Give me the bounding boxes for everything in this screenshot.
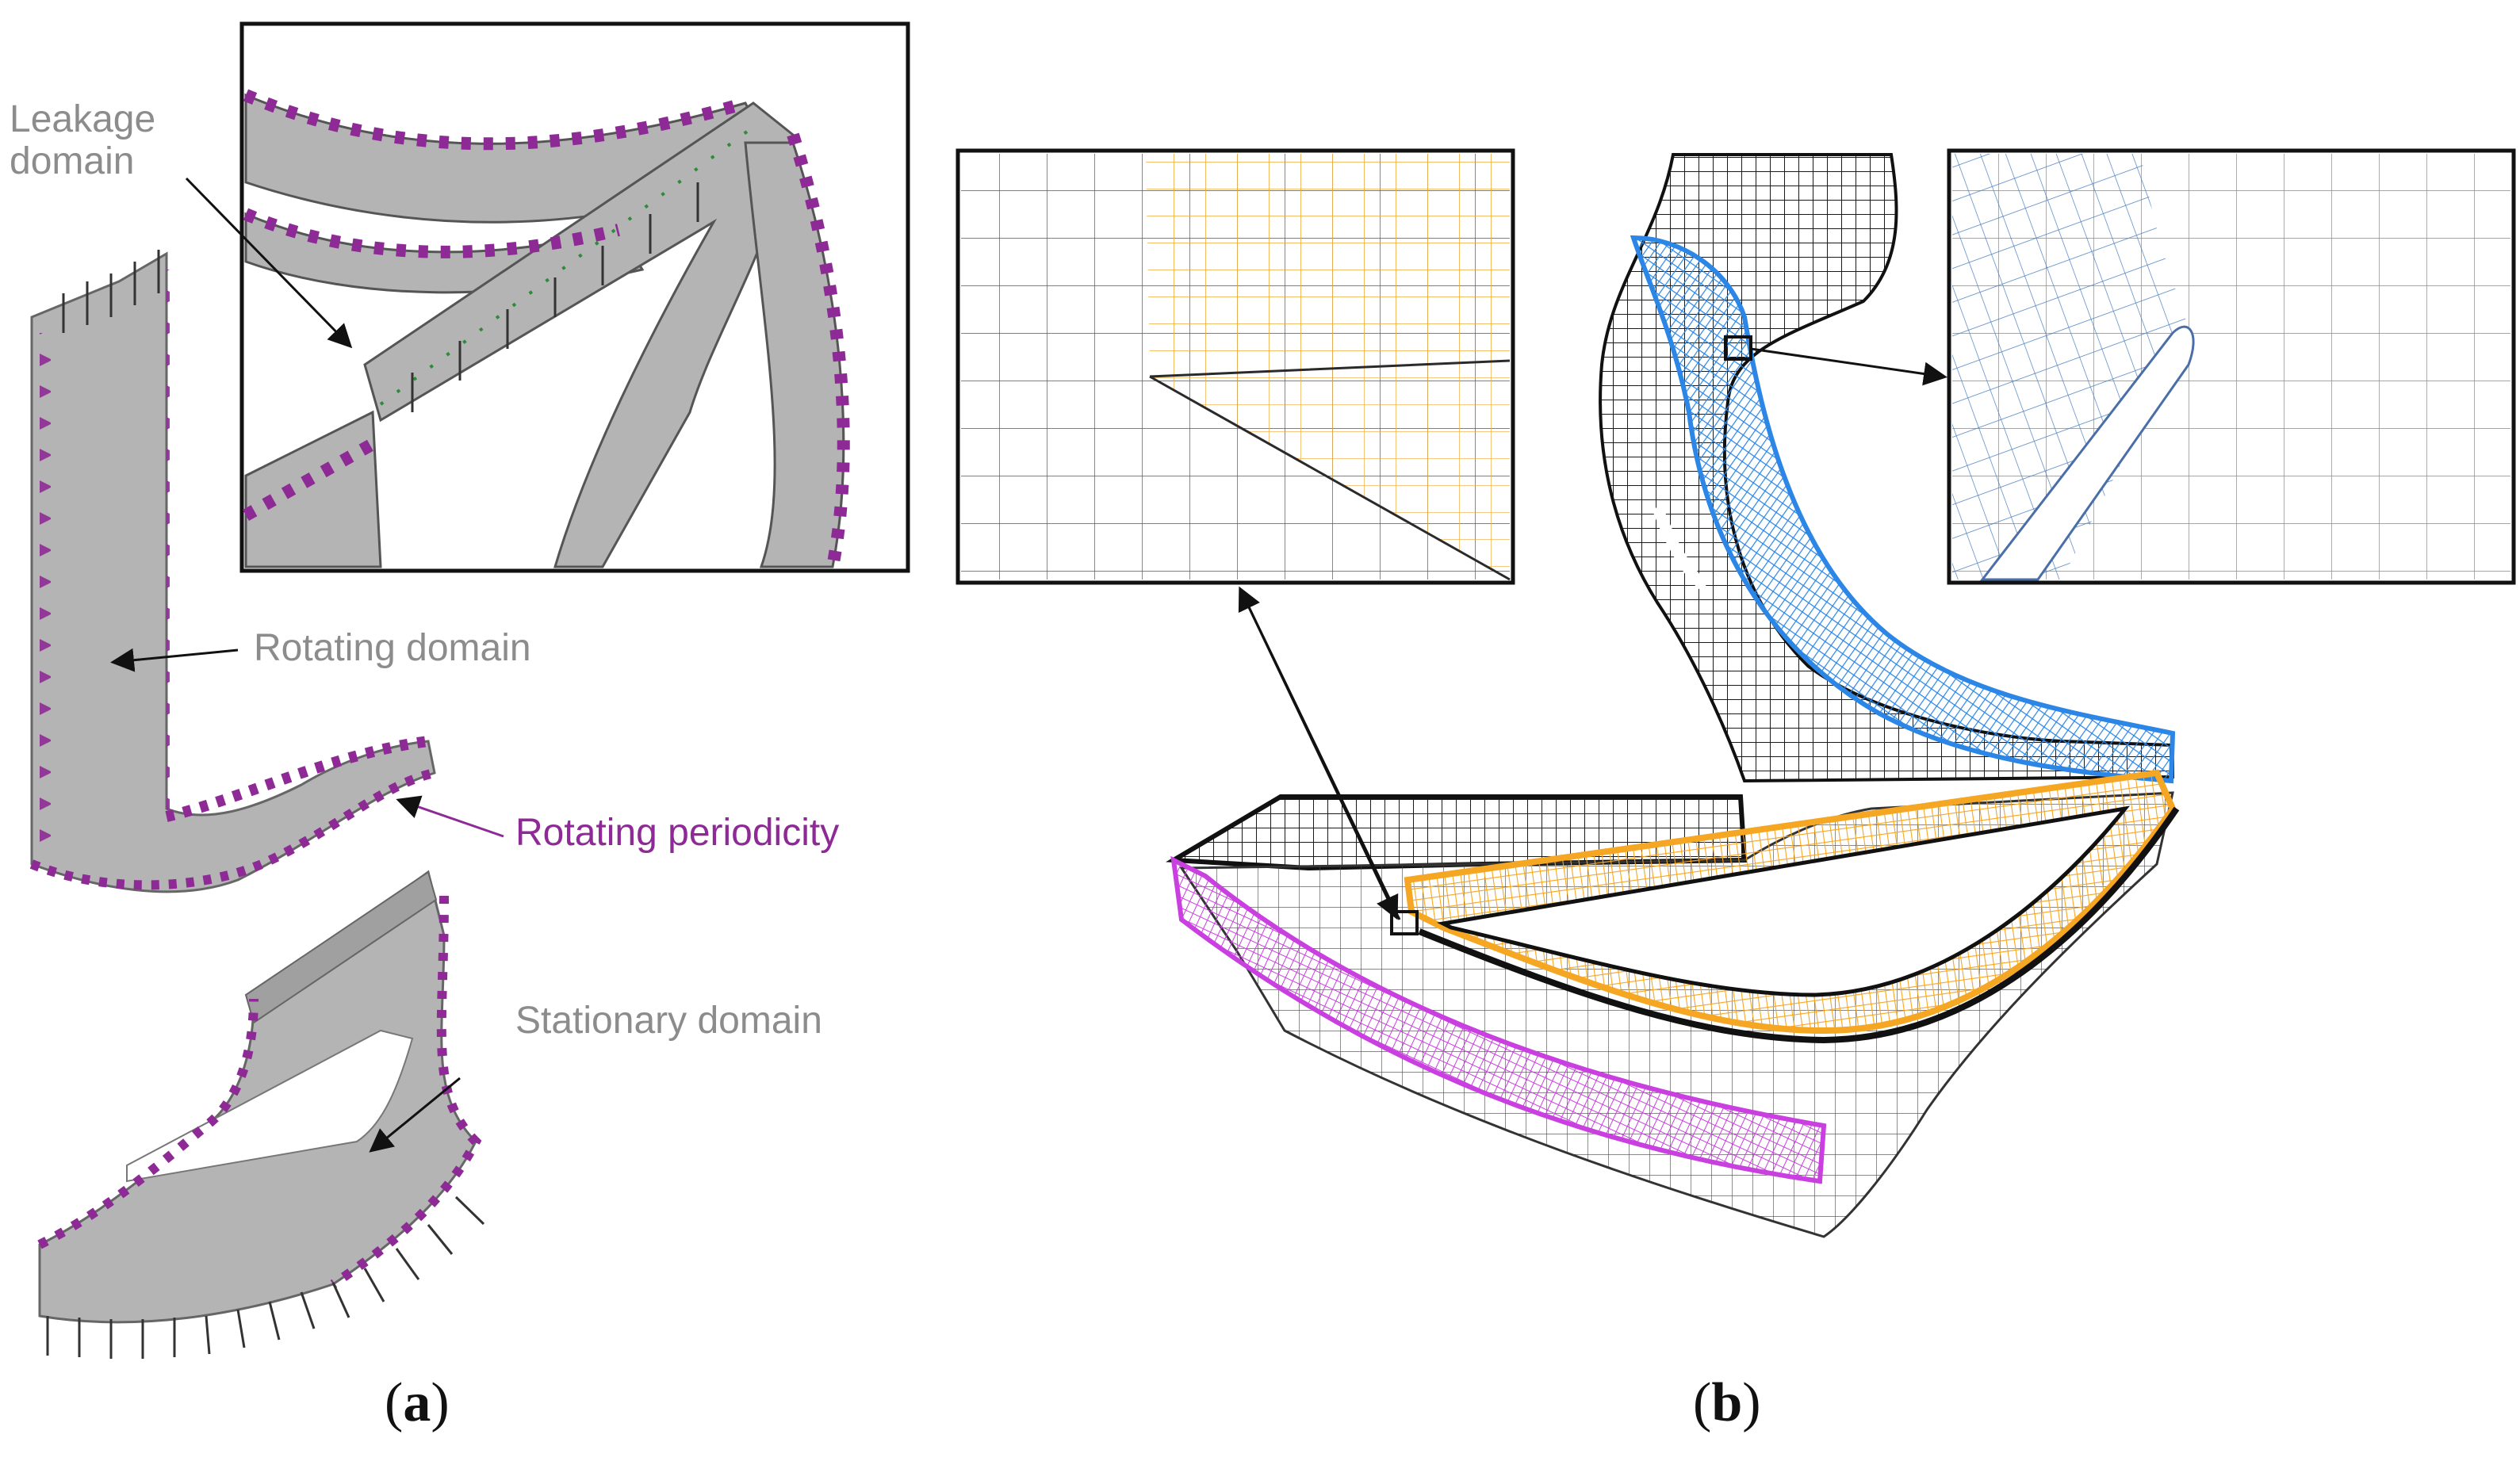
periodicity-markers-stationary-right: [330, 895, 482, 1288]
stator-blade-interior: [1437, 805, 2131, 997]
focus-box-stator: [1390, 910, 1419, 935]
stationary-cavity: [126, 1029, 414, 1183]
zoom-inset-b-left-orange: [1146, 154, 1510, 377]
zoom-inset-a-content: [243, 89, 850, 568]
rotor-blade-mesh-blue: [1630, 235, 2176, 784]
rotor-zoom-arrow: [1750, 347, 1947, 386]
caption-b: (b): [1693, 1371, 1761, 1435]
panel-b-geometry: [956, 148, 2516, 1238]
stationary-domain-arrow: [369, 1077, 461, 1153]
caption-a-close: ): [431, 1372, 450, 1433]
label-stationary-domain: Stationary domain: [515, 1000, 822, 1042]
label-leakage-domain: Leakage domain: [10, 98, 156, 183]
panel-a-geometry: [29, 21, 910, 1359]
label-rotating-domain: Rotating domain: [254, 627, 531, 669]
periodicity-markers-bend-lower: [29, 768, 436, 890]
periodicity-markers-left: [32, 333, 51, 856]
arrow-down-icon: [62, 250, 160, 333]
outlet-mesh-magenta: [1170, 855, 1827, 1184]
caption-a: (a): [385, 1371, 450, 1435]
label-rotating-periodicity: Rotating periodicity: [515, 812, 840, 854]
rotating-domain-arrow: [110, 648, 239, 672]
caption-b-open: (: [1693, 1372, 1712, 1433]
caption-b-close: ): [1742, 1372, 1761, 1433]
stator-zoom-arrow-back: [1239, 590, 1399, 920]
caption-b-letter: b: [1711, 1372, 1743, 1433]
zoom-inset-b-right-blue: [1952, 154, 2189, 579]
label-leakage-line2: domain: [10, 140, 135, 182]
periodicity-markers-right: [151, 270, 170, 817]
periodicity-markers-stationary-left: [37, 998, 259, 1249]
rotating-periodicity-arrow: [396, 795, 504, 838]
caption-a-letter: a: [403, 1372, 431, 1433]
blade-gap: [1652, 505, 1709, 591]
caption-a-open: (: [385, 1372, 404, 1433]
zoom-inset-b-left-wedge: [1150, 361, 1510, 579]
periodicity-markers-bend: [165, 736, 429, 822]
stator-outline: [1418, 806, 2180, 1044]
zoom-inset-b-left-edge: [1149, 359, 1511, 581]
label-leakage-line1: Leakage: [10, 98, 156, 140]
zoom-inset-b-right-blade: [1979, 325, 2195, 581]
leakage-arrow: [185, 177, 353, 349]
focus-box-rotor: [1724, 335, 1752, 361]
outlet-arrows: [46, 1195, 485, 1359]
